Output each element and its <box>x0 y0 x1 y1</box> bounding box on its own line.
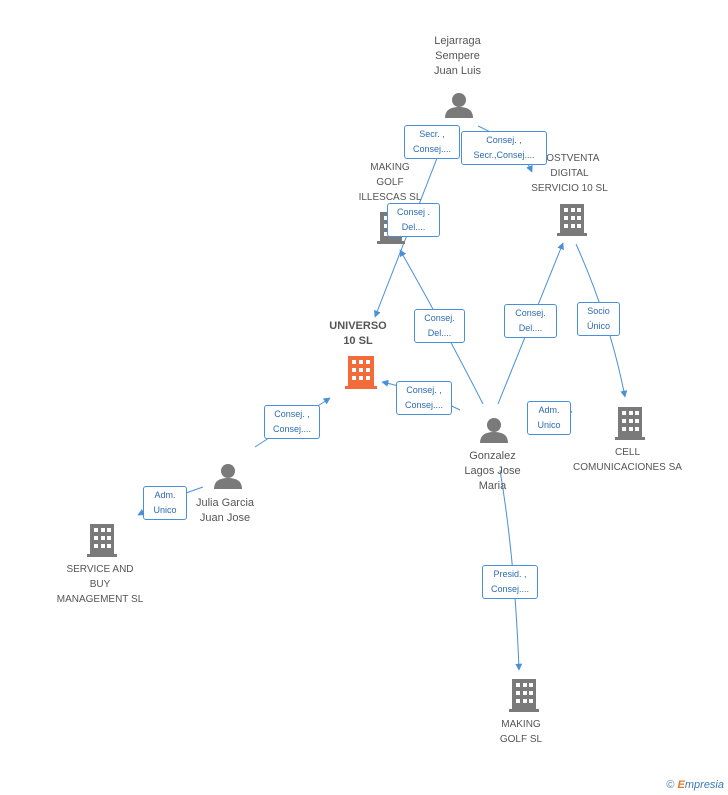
node-gonzalez-label[interactable]: Gonzalez Lagos Jose Maria <box>464 450 521 492</box>
edge-label-adm-unico-2[interactable]: Adm. Unico <box>143 486 187 520</box>
building-windows <box>94 208 639 703</box>
node-universo-label[interactable]: UNIVERSO 10 SL <box>329 320 387 347</box>
node-postventa-label[interactable]: POSTVENTA DIGITAL SERVICIO 10 SL <box>531 153 608 194</box>
brand-logo-text: mpresia <box>684 779 724 791</box>
edge-label-socio-unico[interactable]: Socio Único <box>577 302 620 336</box>
edge-label-consej-secr[interactable]: Consej. , Secr.,Consej.... <box>461 131 547 165</box>
edge-label-consej-del-1[interactable]: Consej . Del.... <box>387 203 440 237</box>
node-julia-label[interactable]: Julia Garcia Juan Jose <box>195 497 255 524</box>
edge-label-consej-consej-1[interactable]: Consej. , Consej.... <box>396 381 452 415</box>
node-service-label[interactable]: SERVICE AND BUY MANAGEMENT SL <box>56 564 144 605</box>
brand-logo-initial: E <box>677 779 685 791</box>
edge-label-adm-unico-1[interactable]: Adm. Unico <box>527 401 571 435</box>
node-lejarraga-label[interactable]: Lejarraga Sempere Juan Luis <box>433 35 482 77</box>
edge-label-consej-del-3[interactable]: Consej. Del.... <box>504 304 557 338</box>
node-making-illescas-label[interactable]: MAKING GOLF ILLESCAS SL <box>358 162 422 203</box>
edge-label-consej-del-2[interactable]: Consej. Del.... <box>414 309 465 343</box>
edge-label-secr[interactable]: Secr. , Consej.... <box>404 125 460 159</box>
person-icon-gonzalez <box>480 418 508 443</box>
edge-label-presid[interactable]: Presid. , Consej.... <box>482 565 538 599</box>
brand-footer: © Empresia <box>666 779 724 791</box>
node-cell-label[interactable]: CELL COMUNICACIONES SA <box>573 447 682 473</box>
node-making-golf-label[interactable]: MAKING GOLF SL <box>499 719 543 745</box>
copyright-icon: © <box>666 779 675 791</box>
edge-label-consej-consej-2[interactable]: Consej. , Consej.... <box>264 405 320 439</box>
person-icon-lejarraga <box>445 93 473 118</box>
person-icon-julia <box>214 464 242 489</box>
